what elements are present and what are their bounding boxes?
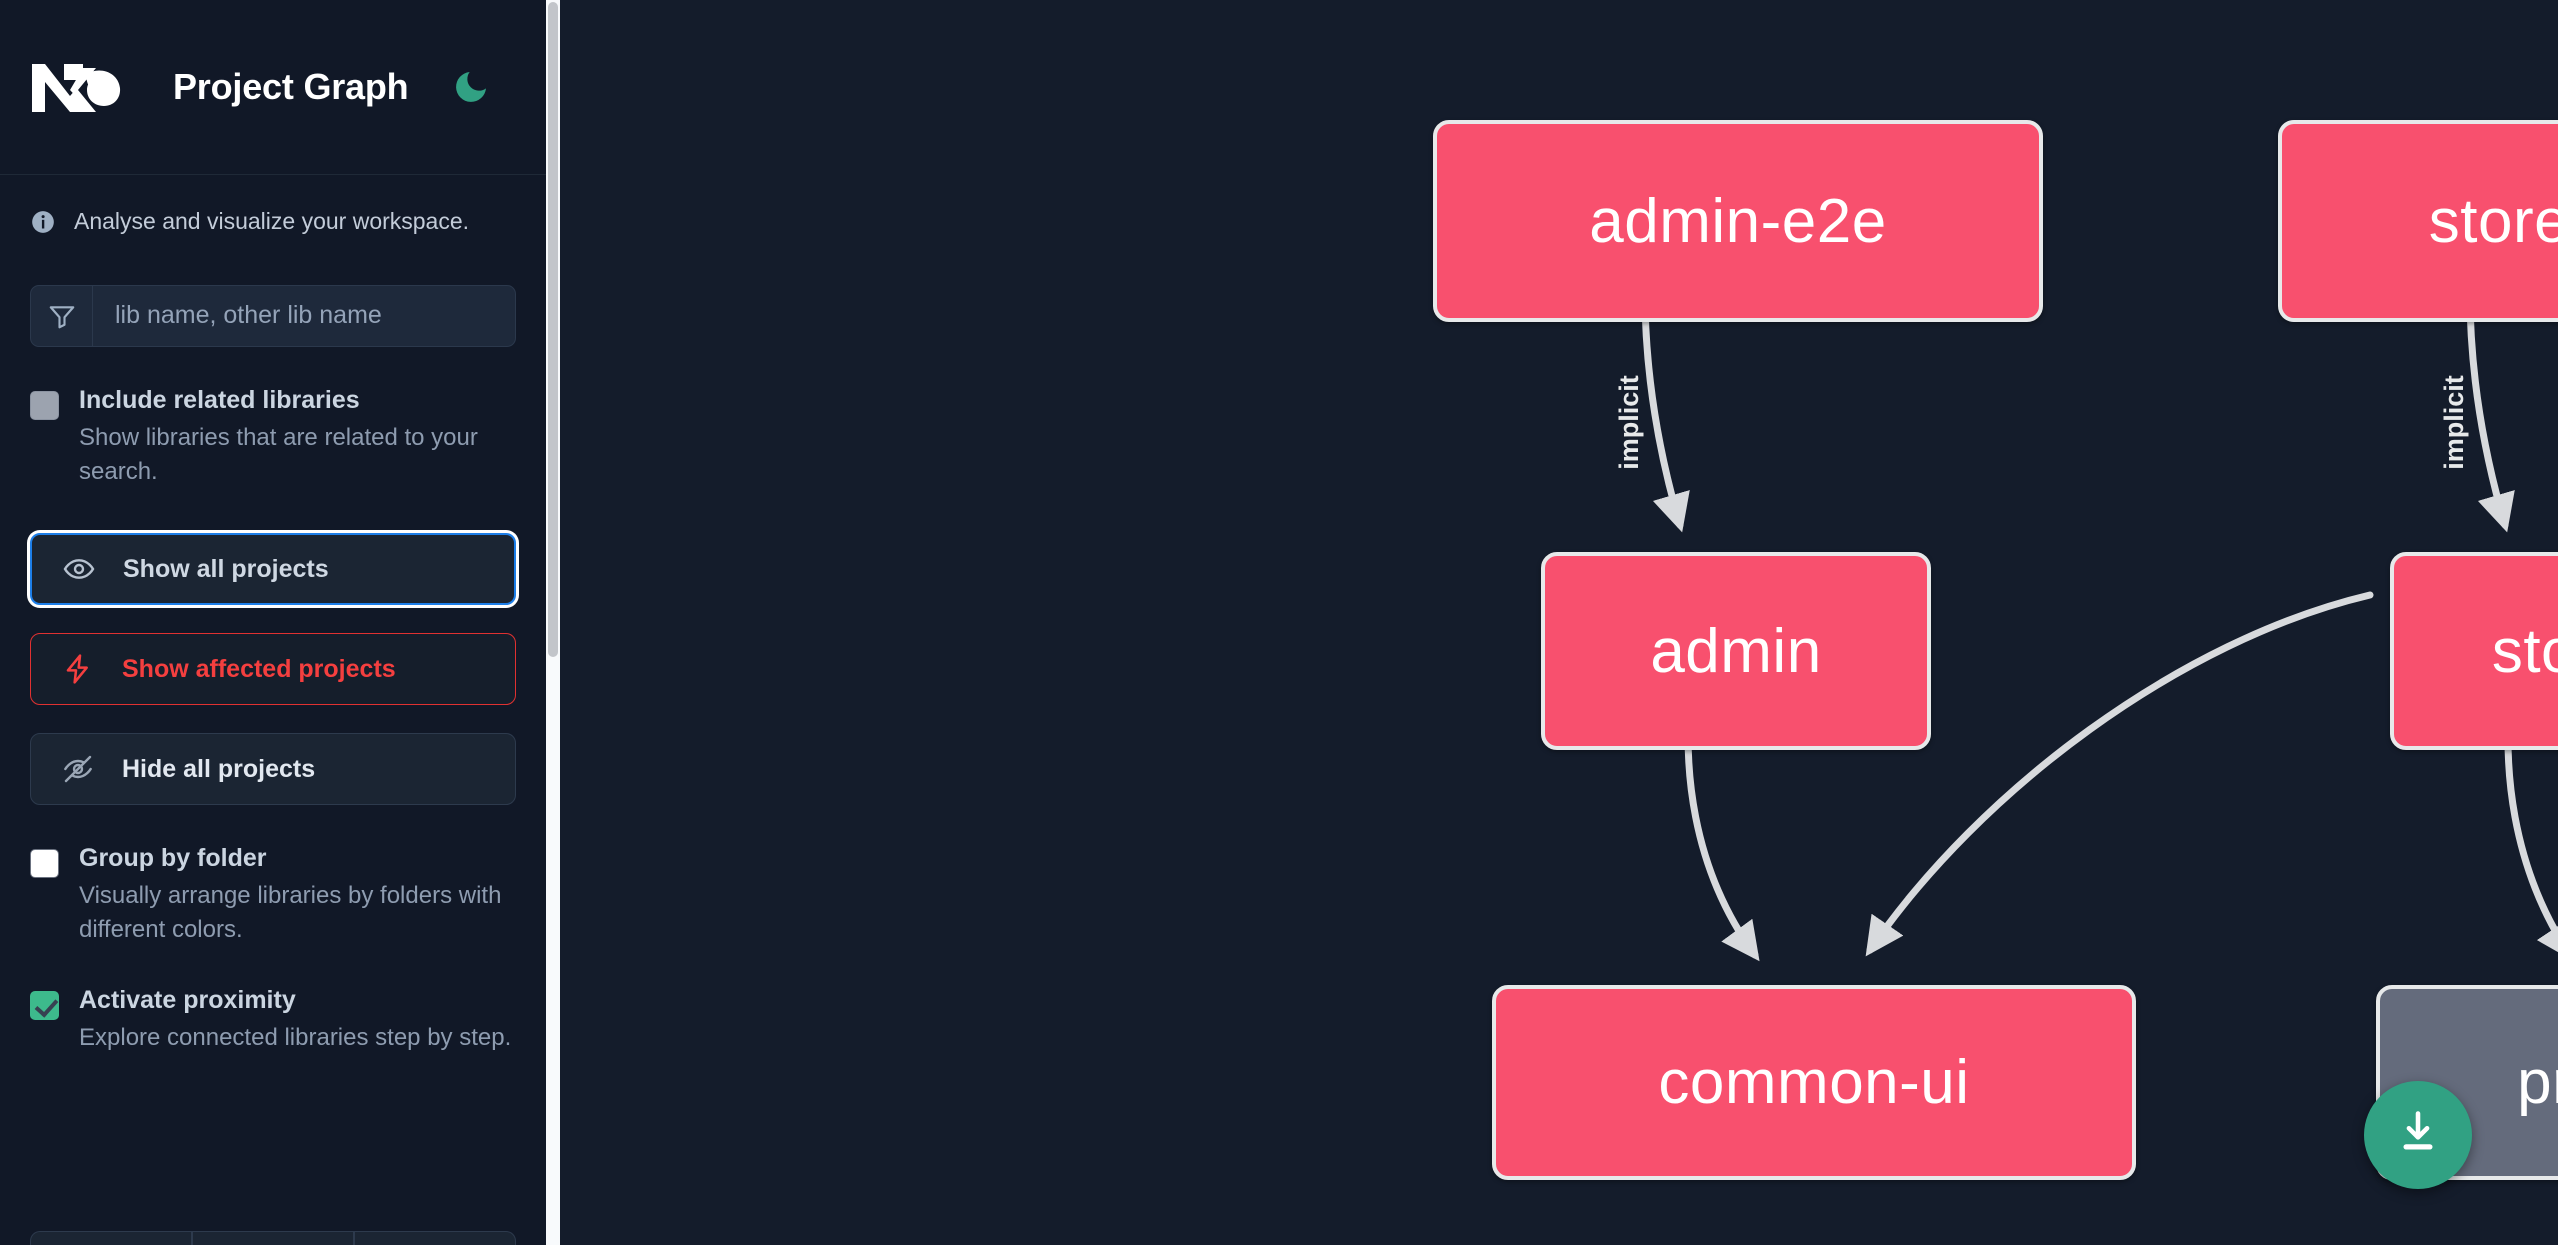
group-by-folder-checkbox[interactable] bbox=[30, 849, 59, 879]
graph-node-label: store-e2e bbox=[2428, 186, 2558, 256]
graph-canvas[interactable]: admin-e2e store-e2e admin store common-u… bbox=[560, 0, 2558, 1245]
info-icon bbox=[30, 209, 56, 235]
show-all-projects-button[interactable]: Show all projects bbox=[30, 533, 516, 606]
graph-node-store[interactable]: store bbox=[2390, 552, 2558, 750]
eye-off-icon bbox=[61, 752, 95, 786]
graph-node-common-ui[interactable]: common-ui bbox=[1492, 985, 2136, 1180]
graph-node-label: store bbox=[2491, 616, 2558, 686]
show-affected-projects-label: Show affected projects bbox=[122, 654, 396, 683]
activate-proximity-description: Explore connected libraries step by step… bbox=[79, 1024, 512, 1052]
proximity-step-value bbox=[192, 1231, 354, 1245]
graph-node-label: admin bbox=[1650, 616, 1822, 686]
graph-node-label: admin-e2e bbox=[1589, 186, 1887, 256]
sidebar-info-text: Analyse and visualize your workspace. bbox=[74, 208, 470, 234]
proximity-step-decrease[interactable] bbox=[30, 1231, 192, 1245]
sidebar-scrollbar-thumb[interactable] bbox=[548, 2, 558, 657]
nx-logo-icon bbox=[30, 56, 125, 118]
activate-proximity-checkbox[interactable] bbox=[30, 991, 59, 1021]
sidebar-info: Analyse and visualize your workspace. bbox=[0, 175, 546, 237]
group-by-folder-label: Group by folder bbox=[79, 844, 267, 873]
show-affected-projects-button[interactable]: Show affected projects bbox=[30, 633, 516, 706]
activate-proximity-row[interactable]: Activate proximity Explore connected lib… bbox=[0, 985, 546, 1055]
sidebar: Project Graph Analyse and visualize your… bbox=[0, 0, 560, 1245]
include-related-libraries-description: Show libraries that are related to your … bbox=[79, 423, 478, 485]
bolt-icon bbox=[61, 652, 95, 686]
project-visibility-buttons: Show all projects Show affected projects bbox=[30, 533, 516, 806]
activate-proximity-label: Activate proximity bbox=[79, 986, 296, 1015]
sidebar-scrollbar[interactable] bbox=[546, 0, 560, 1245]
include-related-libraries-row[interactable]: Include related libraries Show libraries… bbox=[0, 385, 546, 489]
sidebar-header: Project Graph bbox=[0, 0, 546, 175]
graph-node-admin[interactable]: admin bbox=[1541, 552, 1931, 750]
graph-node-label: common-ui bbox=[1658, 1048, 1970, 1117]
include-related-libraries-checkbox bbox=[30, 390, 59, 420]
page-title: Project Graph bbox=[173, 66, 409, 107]
download-graph-button[interactable] bbox=[2364, 1081, 2472, 1189]
include-related-libraries-label: Include related libraries bbox=[79, 385, 360, 414]
graph-node-label: products bbox=[2517, 1048, 2558, 1117]
search-input[interactable] bbox=[93, 285, 515, 346]
filter-icon bbox=[31, 285, 93, 346]
group-by-folder-description: Visually arrange libraries by folders wi… bbox=[79, 882, 502, 944]
proximity-step-controls[interactable] bbox=[30, 1231, 516, 1245]
graph-node-store-e2e[interactable]: store-e2e bbox=[2278, 120, 2558, 322]
eye-icon bbox=[62, 552, 96, 586]
edge-store-to-common-ui bbox=[1865, 591, 2374, 957]
show-all-projects-label: Show all projects bbox=[123, 554, 329, 583]
download-icon bbox=[2392, 1107, 2444, 1164]
group-by-folder-row[interactable]: Group by folder Visually arrange librari… bbox=[0, 843, 546, 947]
hide-all-projects-label: Hide all projects bbox=[122, 754, 316, 783]
search-bar[interactable] bbox=[30, 284, 516, 347]
graph-node-admin-e2e[interactable]: admin-e2e bbox=[1433, 120, 2043, 322]
hide-all-projects-button[interactable]: Hide all projects bbox=[30, 733, 516, 806]
moon-icon[interactable] bbox=[450, 66, 492, 108]
proximity-step-increase[interactable] bbox=[354, 1231, 516, 1245]
